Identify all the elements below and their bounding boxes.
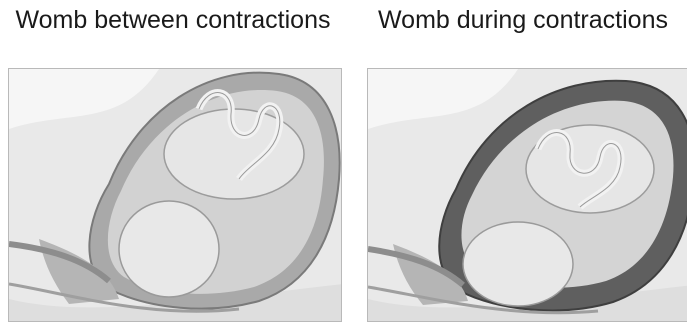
illustration-womb-contracting (367, 68, 687, 322)
caption-during-contractions: Womb during contractions (358, 5, 687, 35)
caption-between-contractions: Womb between contractions (8, 5, 338, 35)
baby-head (119, 201, 219, 297)
womb-contracting-drawing (368, 69, 687, 322)
womb-relaxed-drawing (9, 69, 342, 322)
baby-head (463, 222, 573, 306)
illustration-womb-relaxed (8, 68, 342, 322)
